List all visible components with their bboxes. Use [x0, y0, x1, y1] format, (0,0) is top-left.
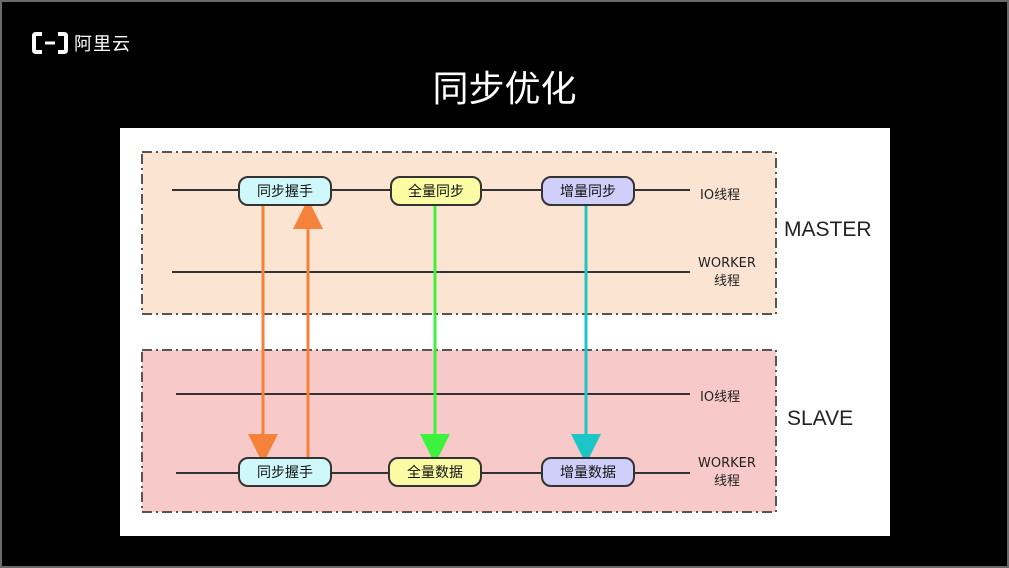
slave-worker-label-line1: WORKER — [698, 456, 756, 471]
slave-worker-thread-label: WORKER 线程 — [698, 455, 756, 491]
slave-io-thread-label: IO线程 — [700, 390, 741, 405]
master-worker-label-line2: 线程 — [714, 274, 741, 289]
slave-section-label: SLAVE — [787, 407, 854, 430]
logo-text: 阿里云 — [74, 34, 131, 55]
diagram-canvas — [141, 151, 777, 513]
master-worker-label-line1: WORKER — [698, 256, 756, 271]
slave-box — [141, 349, 777, 513]
diagram-panel: 同步握手 全量同步 增量同步 同步握手 全量数据 增量数据 IO线程 WORKE… — [120, 128, 890, 536]
logo: 阿里云 — [32, 30, 131, 56]
slave-worker-label-line2: 线程 — [714, 474, 741, 489]
slide-title: 同步优化 — [432, 69, 577, 110]
master-full-sync-node: 全量同步 — [390, 176, 482, 206]
master-worker-thread-label: WORKER 线程 — [698, 255, 756, 291]
master-io-thread-label: IO线程 — [700, 188, 741, 203]
master-handshake-node: 同步握手 — [238, 176, 332, 206]
master-section-label: MASTER — [784, 218, 872, 241]
aliyun-logo-icon — [32, 32, 68, 54]
master-incremental-sync-node: 增量同步 — [541, 176, 635, 206]
slave-incremental-data-node: 增量数据 — [541, 457, 635, 487]
slave-handshake-node: 同步握手 — [238, 457, 332, 487]
slave-full-data-node: 全量数据 — [388, 457, 482, 487]
